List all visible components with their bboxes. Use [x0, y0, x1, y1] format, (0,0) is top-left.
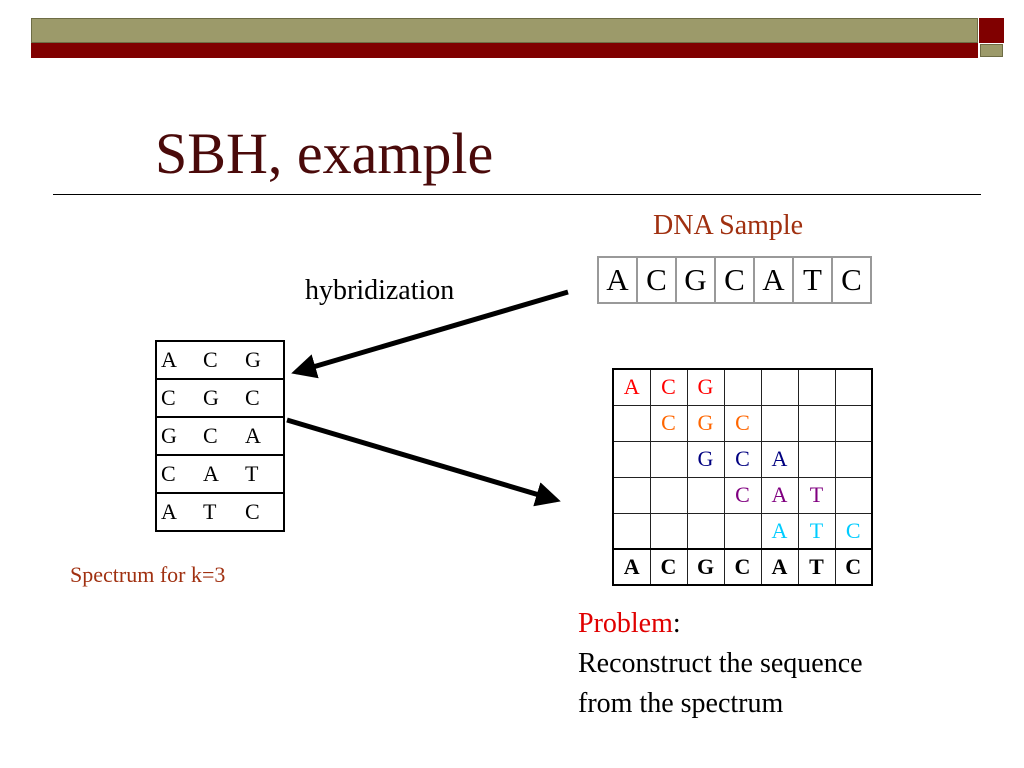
- alignment-result-cell: A: [760, 548, 799, 586]
- spectrum-cell: C: [241, 492, 285, 532]
- dna-base: T: [792, 256, 833, 304]
- alignment-cell: [834, 440, 873, 478]
- alignment-cell: C: [723, 404, 762, 442]
- dna-sample-table: A C G C A T C: [597, 256, 872, 304]
- header-square-olive: [980, 44, 1003, 57]
- dna-base: A: [597, 256, 638, 304]
- dna-sample-label: DNA Sample: [653, 210, 804, 241]
- dna-base: A: [753, 256, 794, 304]
- spectrum-cell: C: [155, 378, 199, 418]
- dna-base: C: [636, 256, 677, 304]
- spectrum-cell: G: [241, 340, 285, 380]
- header-bar-red: [31, 43, 978, 58]
- alignment-cell: [834, 368, 873, 406]
- alignment-cell: T: [797, 512, 836, 550]
- spectrum-cell: C: [199, 416, 241, 456]
- alignment-cell: [723, 512, 762, 550]
- spectrum-row: C A T: [155, 454, 285, 494]
- reconstruction-arrow: [286, 417, 561, 507]
- header-square-red: [979, 18, 1004, 43]
- alignment-result-cell: C: [834, 548, 873, 586]
- problem-heading: Problem: [578, 608, 673, 639]
- alignment-cell: [686, 476, 725, 514]
- spectrum-label: Spectrum for k=3: [70, 562, 226, 587]
- spectrum-row: A C G: [155, 340, 285, 380]
- problem-heading-line: Problem:: [578, 604, 863, 644]
- header-bar-olive: [31, 18, 978, 43]
- alignment-cell: [649, 440, 688, 478]
- problem-statement: Problem: Reconstruct the sequence from t…: [578, 604, 863, 724]
- alignment-cell: C: [649, 368, 688, 406]
- alignment-cell: [612, 404, 651, 442]
- spectrum-cell: G: [155, 416, 199, 456]
- alignment-cell: [612, 476, 651, 514]
- problem-colon: :: [672, 608, 681, 639]
- spectrum-cell: C: [199, 340, 241, 380]
- dna-base: C: [831, 256, 872, 304]
- dna-base: C: [714, 256, 755, 304]
- hybridization-arrow: [291, 289, 569, 379]
- alignment-cell: [834, 404, 873, 442]
- alignment-cell: C: [723, 476, 762, 514]
- spectrum-cell: G: [199, 378, 241, 418]
- alignment-cell: G: [686, 368, 725, 406]
- alignment-cell: G: [686, 440, 725, 478]
- slide-title: SBH, example: [155, 121, 494, 186]
- hybridization-label: hybridization: [305, 275, 455, 306]
- spectrum-cell: T: [241, 454, 285, 494]
- alignment-result-cell: T: [797, 548, 836, 586]
- spectrum-row: C G C: [155, 378, 285, 418]
- problem-line-1: Reconstruct the sequence: [578, 648, 863, 679]
- alignment-result-cell: A: [612, 548, 651, 586]
- spectrum-row: G C A: [155, 416, 285, 456]
- problem-line-2: from the spectrum: [578, 688, 784, 719]
- dna-base: G: [675, 256, 716, 304]
- alignment-cell: A: [760, 440, 799, 478]
- spectrum-row: A T C: [155, 492, 285, 532]
- spectrum-cell: A: [241, 416, 285, 456]
- spectrum-table: A C G C G C G C A C A T A T C: [155, 340, 285, 532]
- spectrum-cell: A: [155, 340, 199, 380]
- spectrum-cell: C: [155, 454, 199, 494]
- spectrum-cell: T: [199, 492, 241, 532]
- alignment-result-cell: C: [649, 548, 688, 586]
- spectrum-cell: C: [241, 378, 285, 418]
- alignment-cell: [797, 368, 836, 406]
- alignment-cell: [797, 440, 836, 478]
- spectrum-cell: A: [155, 492, 199, 532]
- alignment-cell: [723, 368, 762, 406]
- title-divider: [53, 194, 981, 195]
- alignment-result-cell: G: [686, 548, 725, 586]
- alignment-cell: C: [723, 440, 762, 478]
- spectrum-cell: A: [199, 454, 241, 494]
